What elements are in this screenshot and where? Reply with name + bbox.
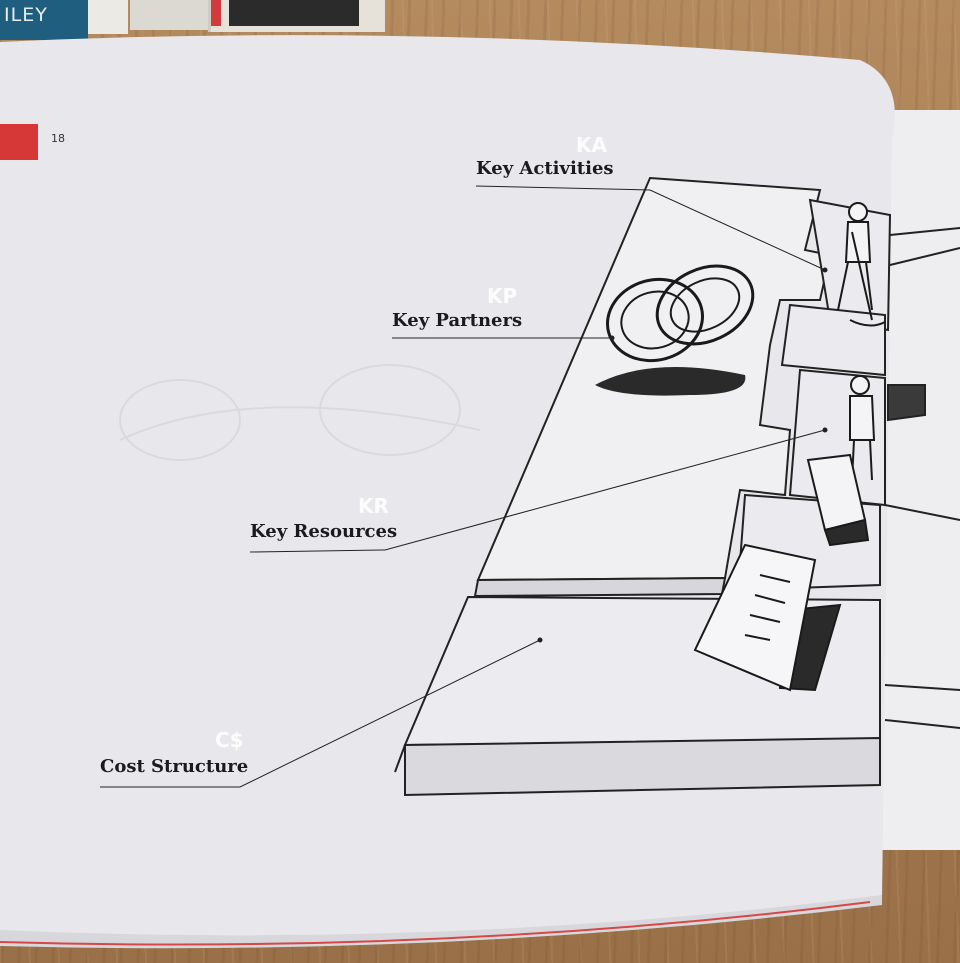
book-spine-grey: [130, 0, 208, 30]
book-spine-dark: [208, 0, 385, 32]
label-cost-structure: Cost Structure: [100, 756, 249, 777]
abbr-key-partners: KP: [487, 284, 518, 308]
leader-line-key-resources: [249, 429, 826, 553]
abbr-key-activities: KA: [576, 133, 607, 157]
page-red-tab: [0, 124, 38, 160]
abbr-key-resources: KR: [358, 494, 389, 518]
book-spine-text: ILEY: [4, 4, 48, 26]
book-spine-red-accent: [211, 0, 221, 26]
book-spine-white: [88, 0, 128, 34]
label-key-activities: Key Activities: [476, 158, 614, 179]
book-spine-blue: ILEY: [0, 0, 88, 40]
chain-links-drawing: [595, 264, 755, 396]
worker-figure-drawing: [837, 202, 886, 327]
page-red-edge: [0, 901, 871, 946]
book-spine-dark-strip: [229, 0, 359, 26]
leader-dots: [537, 267, 828, 643]
ghost-drawing: [119, 364, 481, 461]
page-number: 18: [51, 132, 65, 145]
leader-lines: [100, 185, 826, 788]
next-page-drawing: [884, 227, 960, 729]
leader-line-cost-structure: [100, 639, 541, 788]
abbr-cost-structure: C$: [215, 728, 244, 752]
label-key-resources: Key Resources: [250, 521, 398, 542]
leader-line-key-activities: [475, 185, 826, 271]
receipt-drawing: [693, 543, 842, 692]
resources-figure-drawing: [806, 375, 876, 547]
label-key-partners: Key Partners: [392, 310, 523, 331]
